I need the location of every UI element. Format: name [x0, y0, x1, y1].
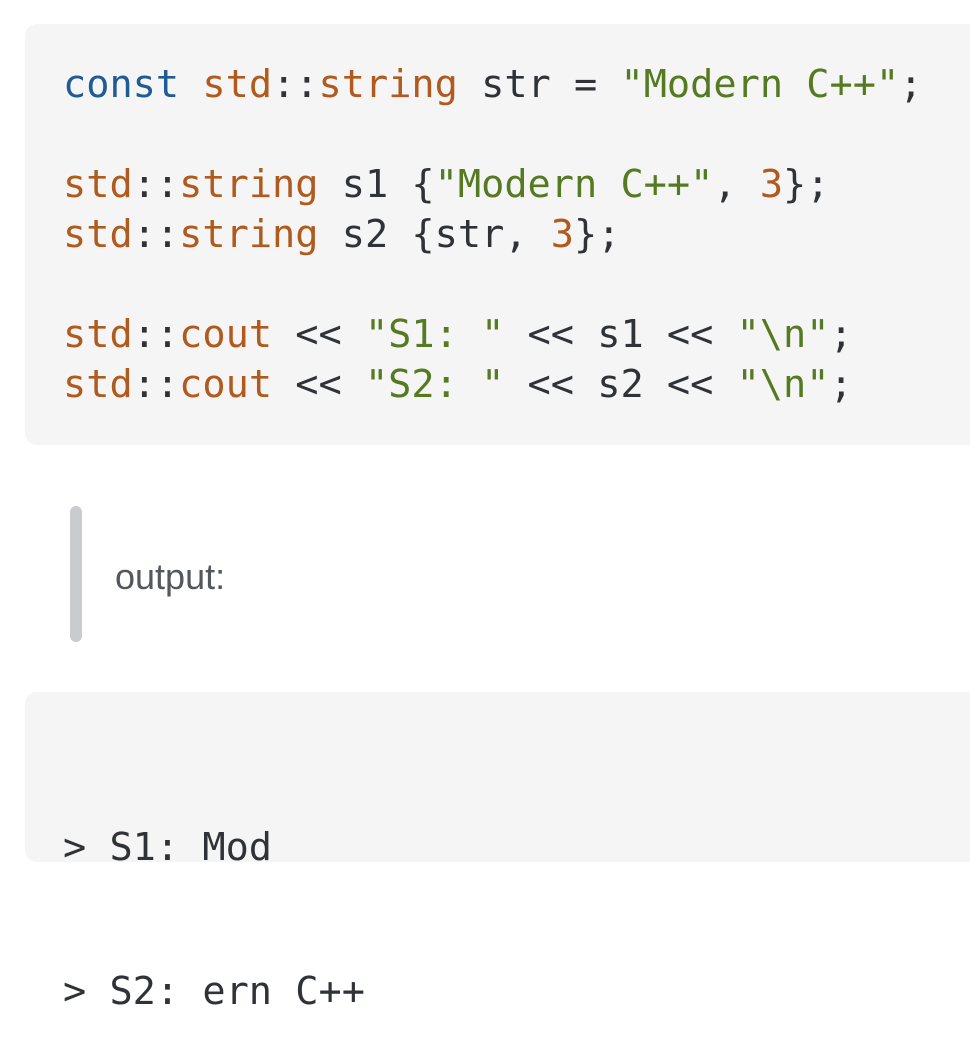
code-token: std	[63, 162, 133, 207]
code-token	[179, 62, 202, 107]
code-block: const std::string str = "Modern C++";std…	[25, 24, 970, 445]
code-token: "\n"	[736, 362, 830, 407]
code-token: <<	[272, 312, 365, 357]
code-token: "\n"	[736, 312, 830, 357]
code-token: str =	[457, 62, 621, 107]
code-token: <<	[272, 362, 365, 407]
code-token: };	[783, 162, 830, 207]
code-token: ::	[132, 212, 180, 257]
code-token: cout	[179, 312, 273, 357]
output-line: > S1: Mod	[63, 825, 273, 870]
code-token: ,	[713, 162, 760, 207]
code-token: ::	[132, 162, 180, 207]
code-token: std	[63, 212, 133, 257]
code-token: 3	[759, 162, 784, 207]
blockquote-text: output:	[115, 556, 226, 597]
code-token: std	[63, 362, 133, 407]
code-token: "Modern C++"	[434, 162, 714, 207]
output-block: > S1: Mod > S2: ern C++	[25, 692, 970, 1014]
code-line: const std::string str = "Modern C++";	[63, 60, 970, 110]
code-line: std::string s1 {"Modern C++", 3};	[63, 160, 970, 210]
code-token: ;	[829, 362, 853, 407]
code-token: "S2: "	[364, 362, 505, 407]
code-token: ::	[272, 62, 319, 107]
code-token: cout	[179, 362, 273, 407]
code-line: std::cout << "S1: " << s1 << "\n";	[63, 310, 970, 360]
code-token: 3	[550, 212, 574, 257]
blockquote-bar	[70, 506, 82, 642]
code-token: ;	[829, 312, 853, 357]
code-line: std::string s2 {str, 3};	[63, 210, 970, 260]
code-token: string	[179, 162, 319, 207]
code-line	[63, 260, 970, 310]
code-line	[63, 110, 970, 160]
code-token: "Modern C++"	[620, 62, 900, 107]
code-token: std	[202, 62, 273, 107]
code-token: string	[179, 212, 319, 257]
code-token: "S1: "	[364, 312, 505, 357]
code-token: << s2 <<	[504, 362, 737, 407]
code-token: std	[63, 312, 133, 357]
code-token: };	[574, 212, 621, 257]
output-line: > S2: ern C++	[63, 969, 365, 1014]
code-token: << s1 <<	[504, 312, 737, 357]
code-line: std::cout << "S2: " << s2 << "\n";	[63, 360, 970, 410]
code-token: ;	[899, 62, 923, 107]
code-token: s1 {	[318, 162, 435, 207]
code-token: ::	[132, 312, 180, 357]
code-token: ::	[132, 362, 180, 407]
code-token: s2 {str,	[318, 212, 551, 257]
code-token: const	[63, 62, 180, 107]
code-token: string	[318, 62, 458, 107]
